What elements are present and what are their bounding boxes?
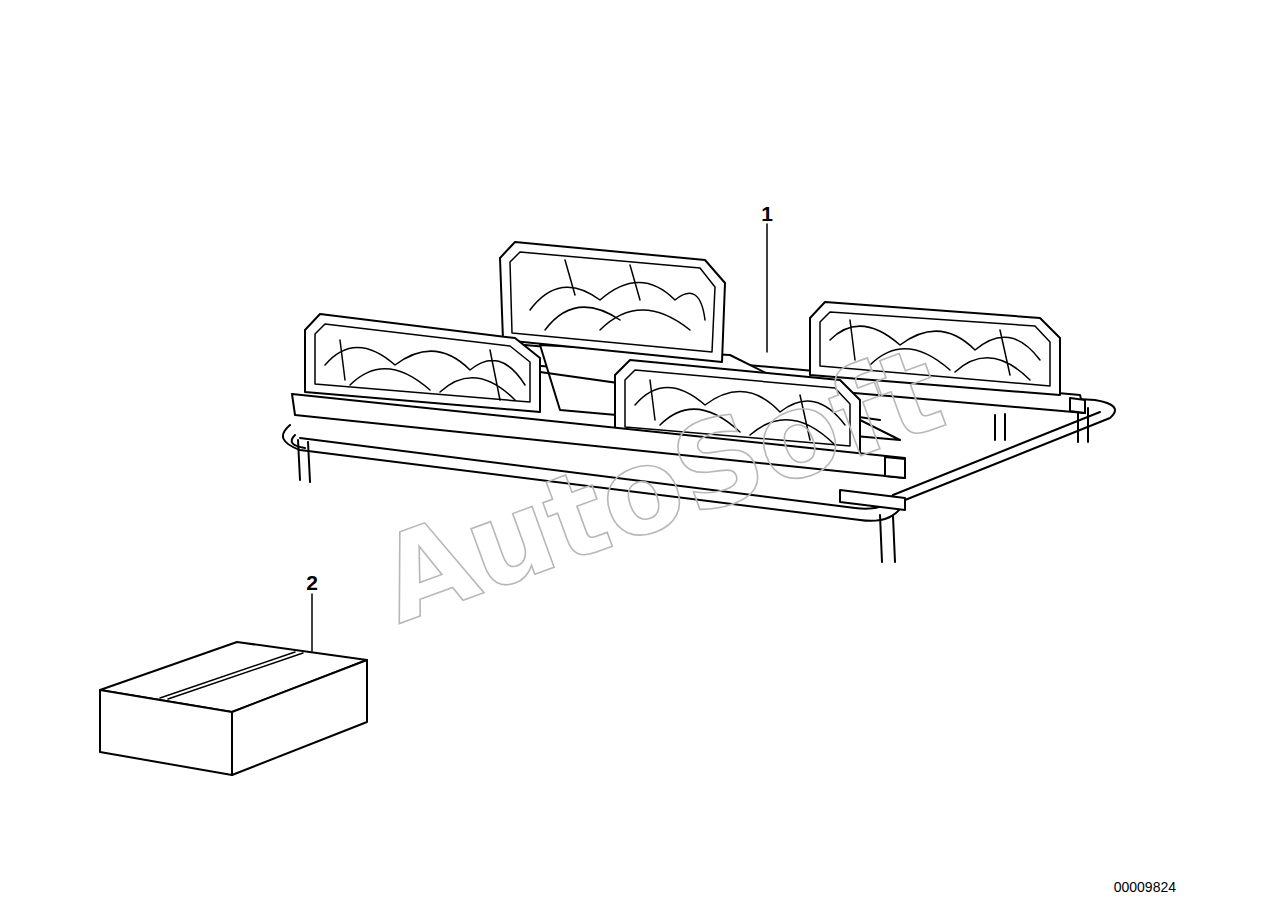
callout-number: 1 (761, 203, 773, 224)
diagram-number: 00009824 (1114, 880, 1176, 894)
callout-number: 2 (306, 572, 318, 593)
